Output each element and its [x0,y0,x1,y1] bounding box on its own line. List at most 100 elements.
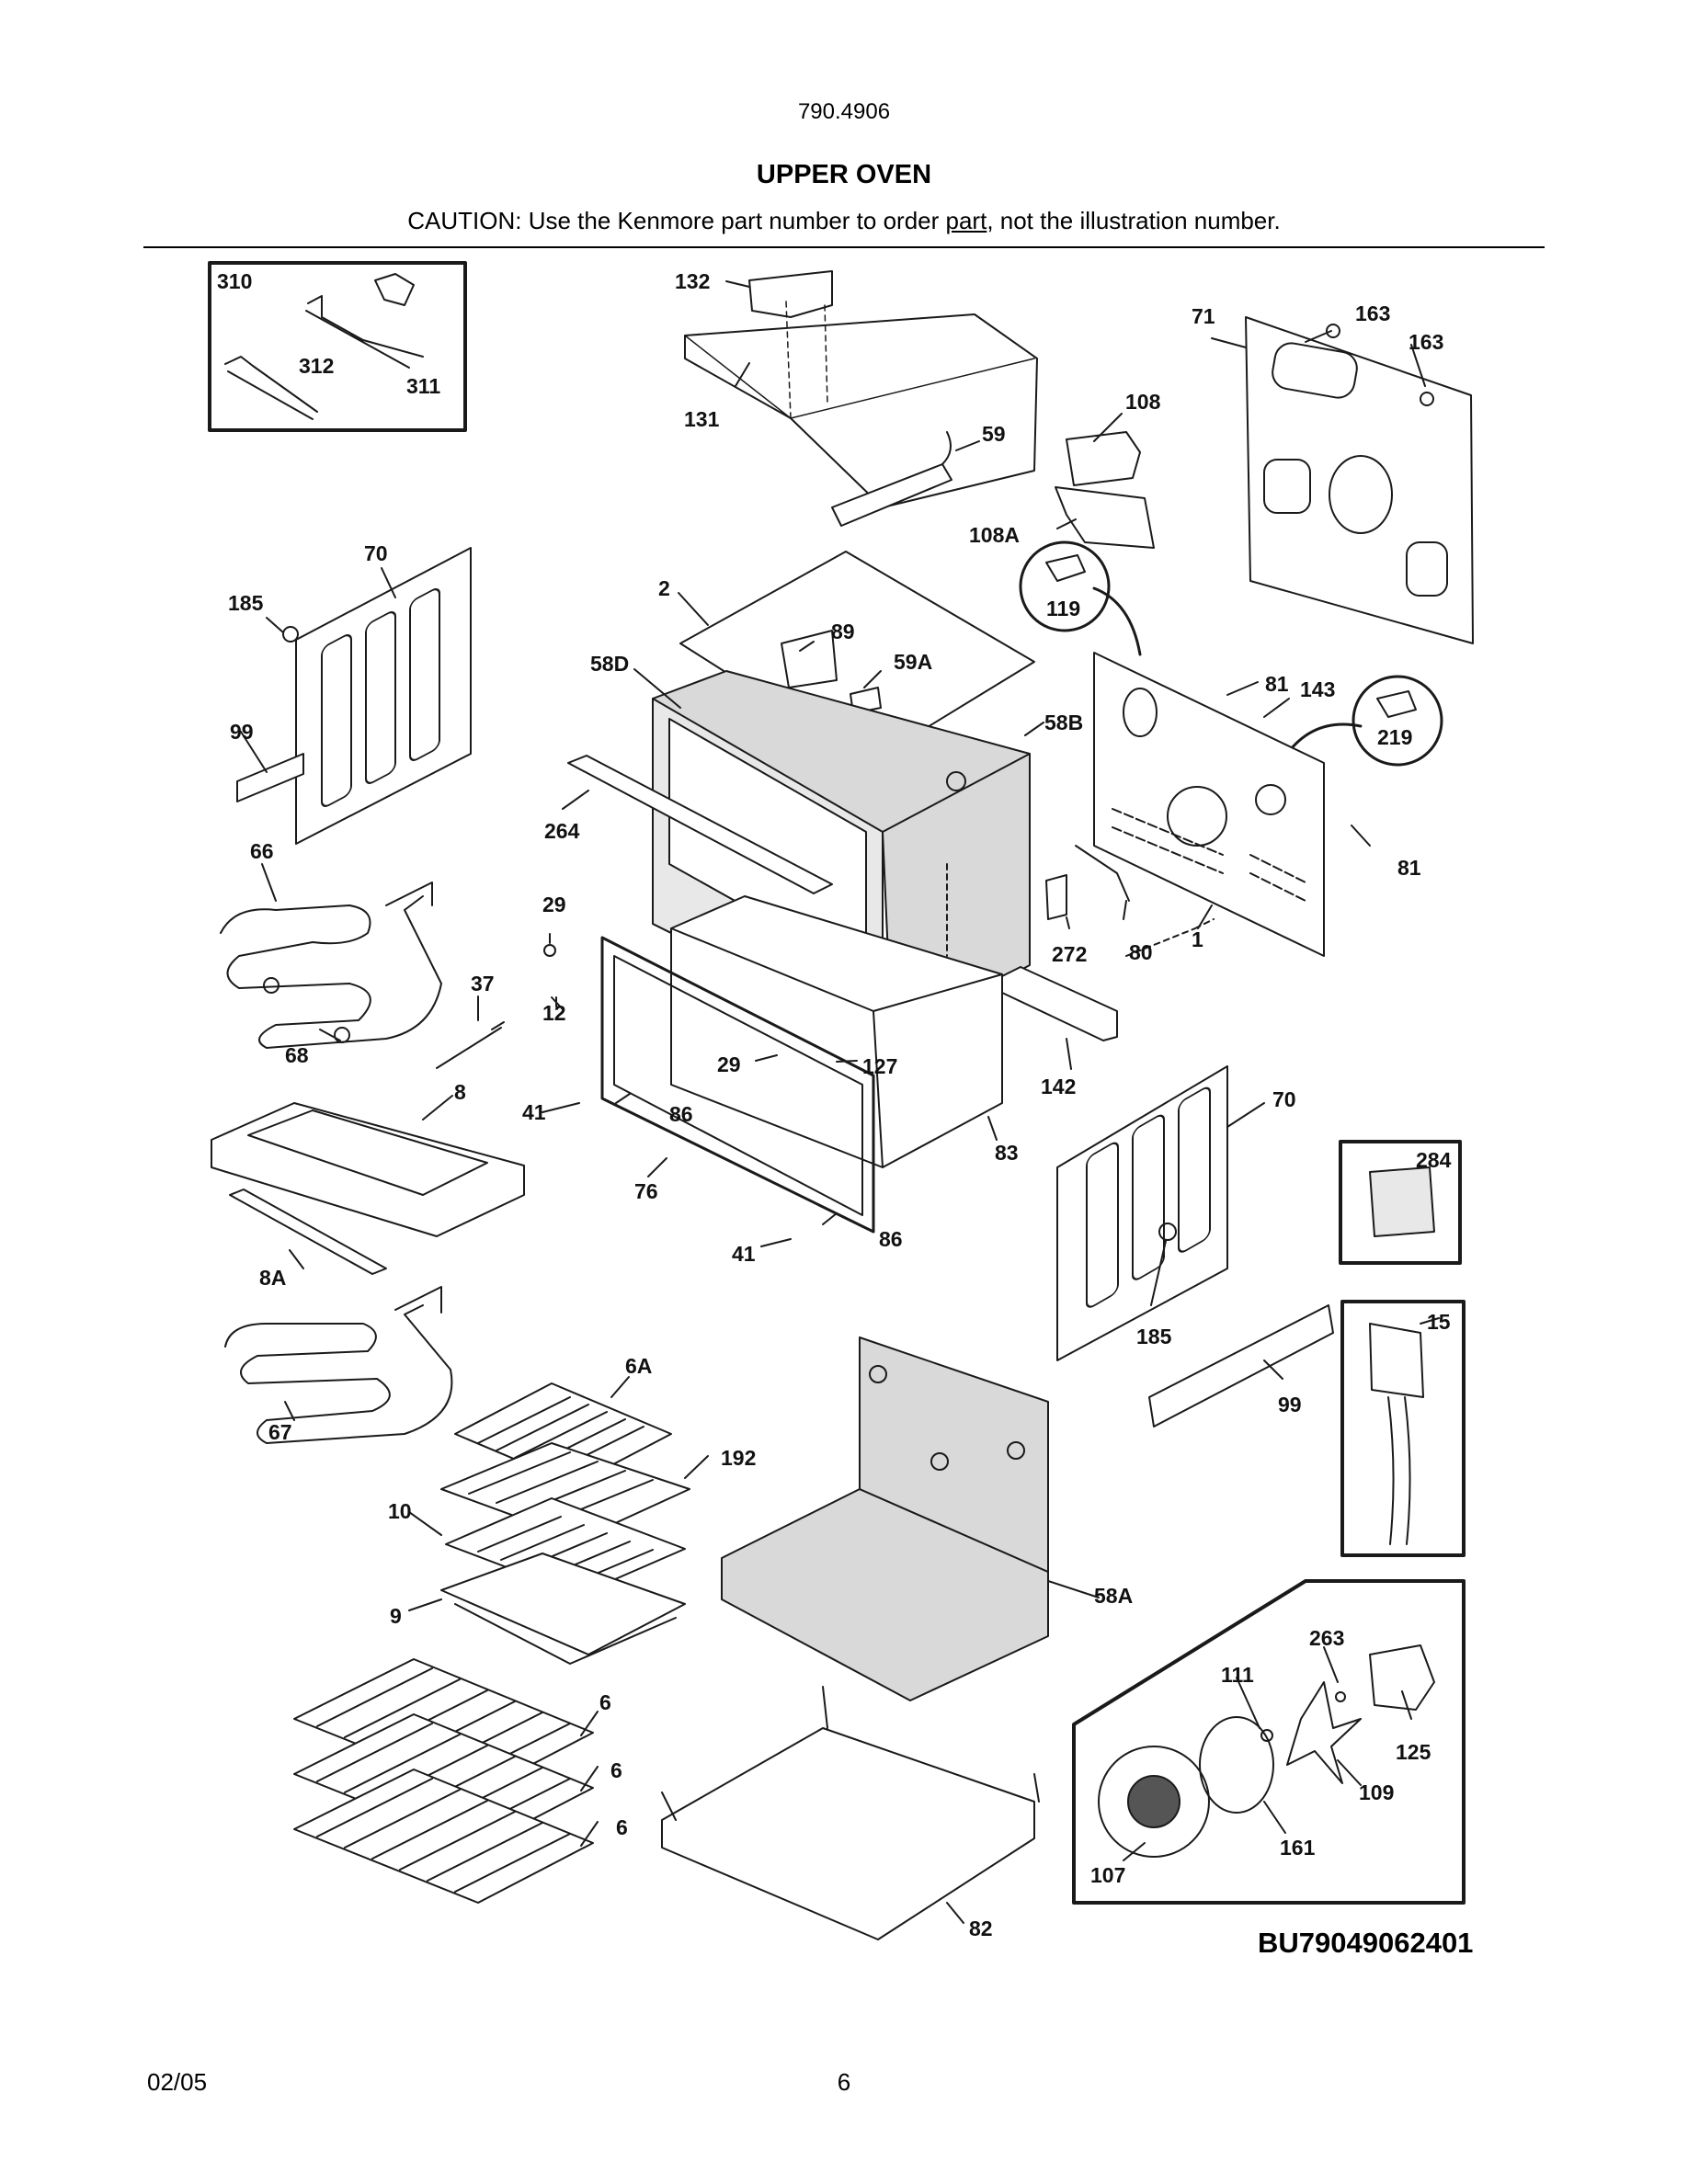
section-title: UPPER OVEN [756,160,932,189]
inset-box-284 [1339,1140,1462,1265]
callout-circle-119 [1019,540,1111,632]
callout-68: 68 [285,1043,309,1067]
callout-59A: 59A [894,650,932,674]
callout-111: 111 [1221,1663,1254,1687]
callout-284: 284 [1416,1148,1452,1172]
part-83-liner [670,895,1003,1168]
callout-9: 9 [390,1604,402,1628]
callout-8A: 8A [259,1266,286,1290]
callout-86-b: 86 [879,1227,903,1251]
callout-41-b: 41 [732,1242,756,1266]
callout-1: 1 [1192,927,1203,951]
part-76-door-gasket [600,936,875,1234]
callout-142: 142 [1041,1075,1076,1098]
callout-108: 108 [1125,390,1161,414]
caution-text-end: , not the illustration number. [987,207,1281,234]
callout-107: 107 [1090,1863,1125,1887]
part-9-broil-pan [440,1553,686,1655]
part-59-duct [831,463,952,527]
footer-date: 02/05 [147,2068,208,2096]
part-142-rail [1001,966,1118,1041]
callout-131: 131 [684,407,720,431]
callout-99-b: 99 [1278,1393,1302,1416]
callout-185: 185 [228,591,264,615]
callout-76: 76 [634,1179,658,1203]
part-311-bracket [305,273,424,369]
callout-70-b: 70 [1272,1087,1296,1111]
callout-163-b: 163 [1409,330,1443,354]
callout-127: 127 [862,1054,897,1078]
callout-192: 192 [721,1446,756,1470]
part-8-oven-door [211,1102,525,1237]
callout-185-b: 185 [1136,1325,1172,1348]
part-109-fan-blade [1286,1681,1362,1784]
part-272-part [1045,874,1067,920]
part-264-bar [567,755,833,894]
callout-143: 143 [1300,677,1335,701]
part-108 [1066,431,1141,486]
callout-58B: 58B [1044,711,1083,734]
callout-119: 119 [1046,597,1080,620]
callout-132: 132 [675,269,710,293]
callout-70: 70 [364,541,388,565]
callout-58D: 58D [590,652,629,676]
callout-81: 81 [1265,672,1289,696]
part-132-plate [748,270,833,318]
callout-6A: 6A [625,1354,652,1378]
callout-6: 6 [599,1690,611,1714]
callout-29-b: 29 [717,1052,741,1076]
inset-box-fan [1072,1579,1466,1905]
part-71-rear-panel [1245,316,1474,644]
callout-80: 80 [1129,940,1153,964]
part-66-bake-element [220,895,442,1049]
part-80-bracket [1075,845,1130,902]
callout-2: 2 [658,576,670,600]
callout-109: 109 [1359,1780,1394,1804]
part-99-rail-left [236,753,304,802]
part-125-fan-motor [1369,1644,1435,1711]
callout-82: 82 [969,1917,993,1940]
caution-note: CAUTION: Use the Kenmore part number to … [0,207,1688,235]
header-divider [143,246,1545,248]
inset-box-310 [208,261,467,432]
diagram-code: BU79049062401 [1258,1927,1474,1959]
part-99-rail-right [1148,1304,1334,1428]
caution-underlined-word: part [945,207,987,234]
callout-310: 310 [217,269,252,293]
callout-81-b: 81 [1397,856,1421,880]
callout-163: 163 [1355,301,1390,325]
callout-263: 263 [1309,1626,1344,1650]
part-6-rack-3 [293,1769,594,1904]
part-161-heating-ring [1199,1716,1274,1814]
inset-box-15 [1340,1300,1466,1557]
callout-99: 99 [230,720,254,744]
callout-41: 41 [522,1100,546,1124]
page-number: 6 [837,2068,851,2096]
part-82-bottom-tray [661,1727,1035,1940]
callout-59: 59 [982,422,1006,446]
callout-37: 37 [471,972,495,995]
callout-66: 66 [250,839,274,863]
part-70-side-panel-right [1056,1065,1228,1361]
callout-8: 8 [454,1080,466,1104]
callout-6-b: 6 [610,1758,622,1782]
callout-83: 83 [995,1141,1019,1165]
callout-86: 86 [669,1102,693,1126]
callout-125: 125 [1396,1740,1431,1764]
part-37-sensor [436,1021,505,1069]
part-8A-trim [229,1189,387,1275]
callout-161: 161 [1280,1836,1316,1860]
callout-15: 15 [1427,1310,1451,1334]
part-131-top-shield [684,313,1038,508]
part-89-bracket [781,630,838,688]
callout-10: 10 [388,1499,412,1523]
callout-71: 71 [1192,304,1215,328]
callout-264: 264 [544,819,580,843]
callout-311: 311 [406,374,440,398]
callout-89: 89 [831,620,855,643]
callout-219: 219 [1377,725,1412,749]
callout-6-c: 6 [616,1815,628,1839]
callout-272: 272 [1052,942,1087,966]
part-108A [1055,486,1155,549]
